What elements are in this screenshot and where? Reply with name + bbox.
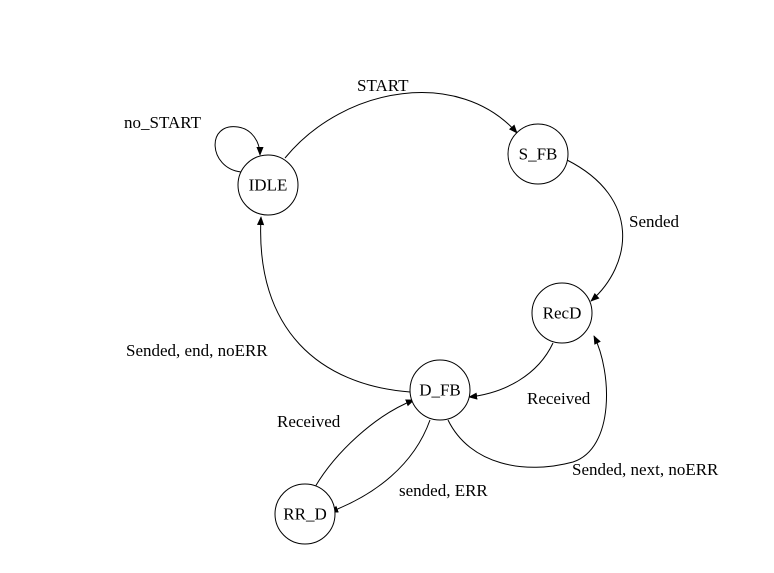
label-dfb-to-idle: Sended, end, noERR — [126, 341, 268, 360]
edge-dfb-to-idle — [256, 216, 411, 393]
label-sfb-to-recd: Sended — [629, 212, 680, 231]
label-dfb-to-rrd: sended, ERR — [399, 481, 488, 500]
state-rr-d[interactable]: RR_D — [274, 483, 336, 545]
edge-recd-to-dfb — [468, 342, 554, 400]
state-recd[interactable]: RecD — [531, 282, 593, 344]
label-idle-self: no_START — [124, 113, 202, 132]
edge-idle-to-sfb — [284, 92, 518, 159]
edge-dfb-to-recd — [447, 335, 607, 468]
state-d-fb-label: D_FB — [419, 381, 461, 400]
label-rrd-to-dfb: Received — [277, 412, 341, 431]
state-recd-label: RecD — [543, 304, 582, 323]
state-s-fb[interactable]: S_FB — [507, 123, 569, 185]
state-d-fb[interactable]: D_FB — [409, 359, 471, 421]
state-rr-d-label: RR_D — [283, 505, 326, 524]
edge-rrd-to-dfb — [314, 399, 415, 488]
state-idle[interactable]: IDLE — [237, 154, 299, 216]
label-recd-to-dfb: Received — [527, 389, 591, 408]
label-dfb-to-recd: Sended, next, noERR — [572, 460, 719, 479]
state-idle-label: IDLE — [249, 176, 288, 195]
state-s-fb-label: S_FB — [519, 145, 558, 164]
edge-idle-self-loop — [214, 126, 264, 173]
edge-sfb-to-recd — [566, 159, 624, 302]
edge-dfb-to-rrd — [329, 419, 431, 513]
label-idle-to-sfb: START — [357, 76, 409, 95]
